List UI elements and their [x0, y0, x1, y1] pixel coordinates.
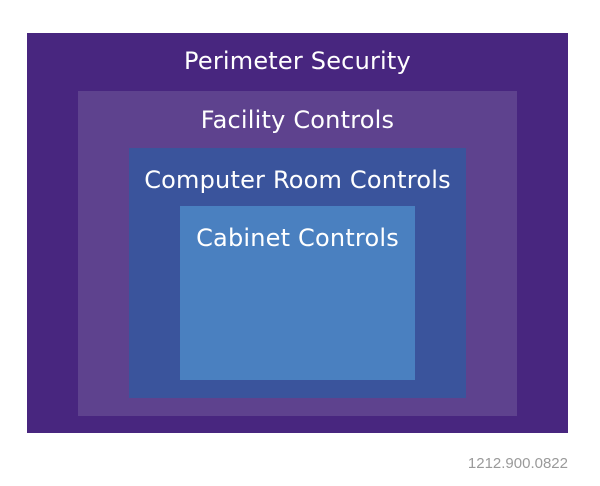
layer-label: Computer Room Controls: [144, 166, 451, 194]
layer-computer-room-controls: Computer Room Controls Cabinet Controls: [129, 148, 466, 398]
layer-label: Perimeter Security: [184, 47, 411, 75]
layer-facility-controls: Facility Controls Computer Room Controls…: [78, 91, 517, 416]
figure-code: 1212.900.0822: [467, 455, 568, 472]
layer-label: Facility Controls: [200, 106, 395, 134]
layer-perimeter-security: Perimeter Security Facility Controls Com…: [27, 33, 568, 433]
layer-cabinet-controls: Cabinet Controls: [180, 206, 415, 380]
layer-label: Cabinet Controls: [196, 224, 399, 252]
